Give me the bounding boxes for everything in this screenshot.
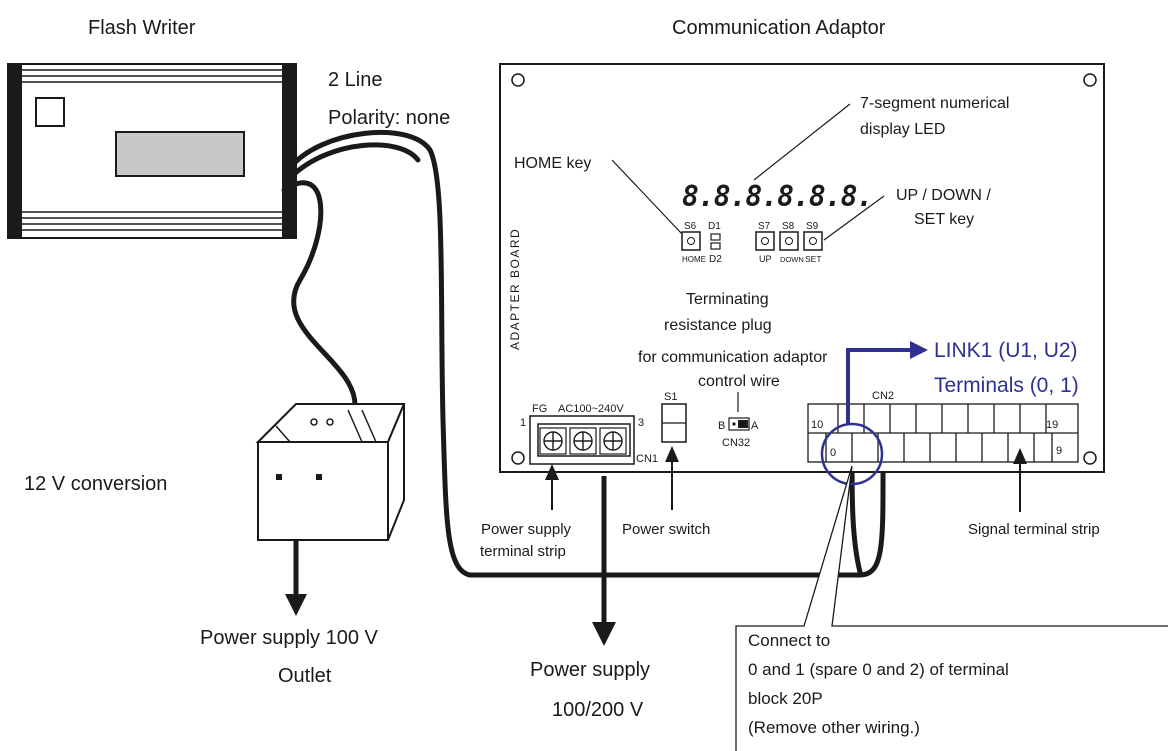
mains-line1: Power supply — [530, 659, 650, 681]
cn2-t9: 9 — [1056, 445, 1062, 457]
sw-label-up: UP — [759, 254, 772, 264]
sw-label-s6: S6 — [684, 221, 697, 232]
cn32-b-label: B — [718, 420, 725, 432]
term-plug-line2: resistance plug — [664, 317, 772, 334]
power-switch-callout-arrow — [665, 446, 679, 462]
cn1-fg-label: FG — [532, 403, 547, 415]
link1-terminals-label: Terminals (0, 1) — [934, 374, 1079, 397]
connect-note-box — [735, 465, 1168, 751]
cn1-pin3-label: 3 — [638, 417, 644, 429]
set-key — [803, 231, 823, 251]
term-plug-line4: control wire — [698, 373, 780, 390]
outlet-arrow-head — [285, 594, 307, 616]
cable-note-line1: 2 Line — [328, 69, 383, 91]
writer-button-icon — [35, 97, 65, 127]
connect-note-line4: (Remove other wiring.) — [748, 718, 920, 737]
power-strip-callout-line1: Power supply — [481, 521, 572, 538]
outlet-line2: Outlet — [278, 665, 332, 687]
signal-strip-callout-label: Signal terminal strip — [968, 521, 1100, 538]
led-label-line1: 7-segment numerical — [860, 95, 1009, 112]
signal-strip-callout-arrow — [1013, 448, 1027, 464]
term-plug-line1: Terminating — [686, 291, 769, 308]
power-switch-callout-label: Power switch — [622, 521, 710, 538]
led-leader — [753, 103, 851, 181]
sw-label-s7: S7 — [758, 221, 771, 232]
home-key-leader — [611, 159, 683, 235]
cn1-pin1-label: 1 — [520, 417, 526, 429]
terminals-highlight-circle — [820, 422, 884, 486]
flash-writer-device — [7, 63, 297, 239]
connect-note-line2: 0 and 1 (spare 0 and 2) of terminal — [748, 660, 1009, 679]
sw-label-down: DOWN — [780, 255, 804, 264]
cn1-ac-label: AC100~240V — [558, 403, 624, 415]
sw-label-s9: S9 — [806, 221, 819, 232]
converter-label: 12 V conversion — [24, 473, 167, 495]
terminal-screw-icon — [599, 427, 627, 455]
mains-line2: 100/200 V — [552, 699, 644, 721]
updown-label-line1: UP / DOWN / — [896, 187, 991, 204]
mount-hole-br — [1083, 451, 1097, 465]
outlet-line1: Power supply 100 V — [200, 627, 379, 649]
home-key — [681, 231, 701, 251]
link1-label: LINK1 (U1, U2) — [934, 339, 1078, 362]
board-side-label: ADAPTER BOARD — [508, 228, 522, 350]
terminal-screw-icon — [569, 427, 597, 455]
converter-12v — [255, 403, 406, 541]
updown-leader — [823, 195, 885, 241]
connect-note-line1: Connect to — [748, 631, 830, 650]
signal-terminal-strip — [807, 403, 1079, 463]
sw-label-d2: D2 — [709, 254, 722, 265]
cn2-t10: 10 — [811, 419, 823, 431]
down-key — [779, 231, 799, 251]
comm-adaptor-title: Communication Adaptor — [672, 17, 886, 39]
power-strip-callout-arrow — [545, 464, 559, 480]
cn2-name: CN2 — [872, 390, 894, 402]
cn2-t0: 0 — [830, 447, 836, 459]
two-line-cable — [281, 130, 886, 578]
mount-hole-bl — [511, 451, 525, 465]
cn32-a-label: A — [751, 420, 759, 432]
connect-note-line3: block 20P — [748, 689, 823, 708]
adapter-board — [499, 63, 1105, 473]
terminal-screw-icon — [539, 427, 567, 455]
sw-label-d1: D1 — [708, 221, 721, 232]
mount-hole-tl — [511, 73, 525, 87]
led-label-line2: display LED — [860, 121, 945, 138]
sw-label-home: HOME — [682, 255, 706, 264]
link1-arrow — [846, 341, 928, 424]
home-key-label: HOME key — [514, 155, 591, 172]
sw-label-set: SET — [805, 254, 822, 264]
sw-label-s8: S8 — [782, 221, 795, 232]
cn2-t19: 19 — [1046, 419, 1058, 431]
flash-writer-title: Flash Writer — [88, 17, 196, 39]
up-key — [755, 231, 775, 251]
d1-d2-leds — [710, 233, 721, 250]
writer-screen — [115, 131, 245, 177]
mount-hole-tr — [1083, 73, 1097, 87]
cn1-name: CN1 — [636, 453, 658, 465]
power-terminal-strip — [529, 415, 635, 465]
cn32-name: CN32 — [722, 437, 750, 449]
cn32-jumper — [728, 417, 750, 431]
cable-note-line2: Polarity: none — [328, 107, 450, 129]
term-plug-line3: for communication adaptor — [638, 349, 828, 366]
updown-label-line2: SET key — [914, 211, 974, 228]
mains-arrow-head — [592, 622, 616, 646]
s1-label: S1 — [664, 391, 677, 403]
led-display: 8.8.8.8.8.8. — [682, 180, 872, 213]
power-strip-callout-line2: terminal strip — [480, 543, 566, 560]
power-switch-s1 — [661, 403, 687, 443]
